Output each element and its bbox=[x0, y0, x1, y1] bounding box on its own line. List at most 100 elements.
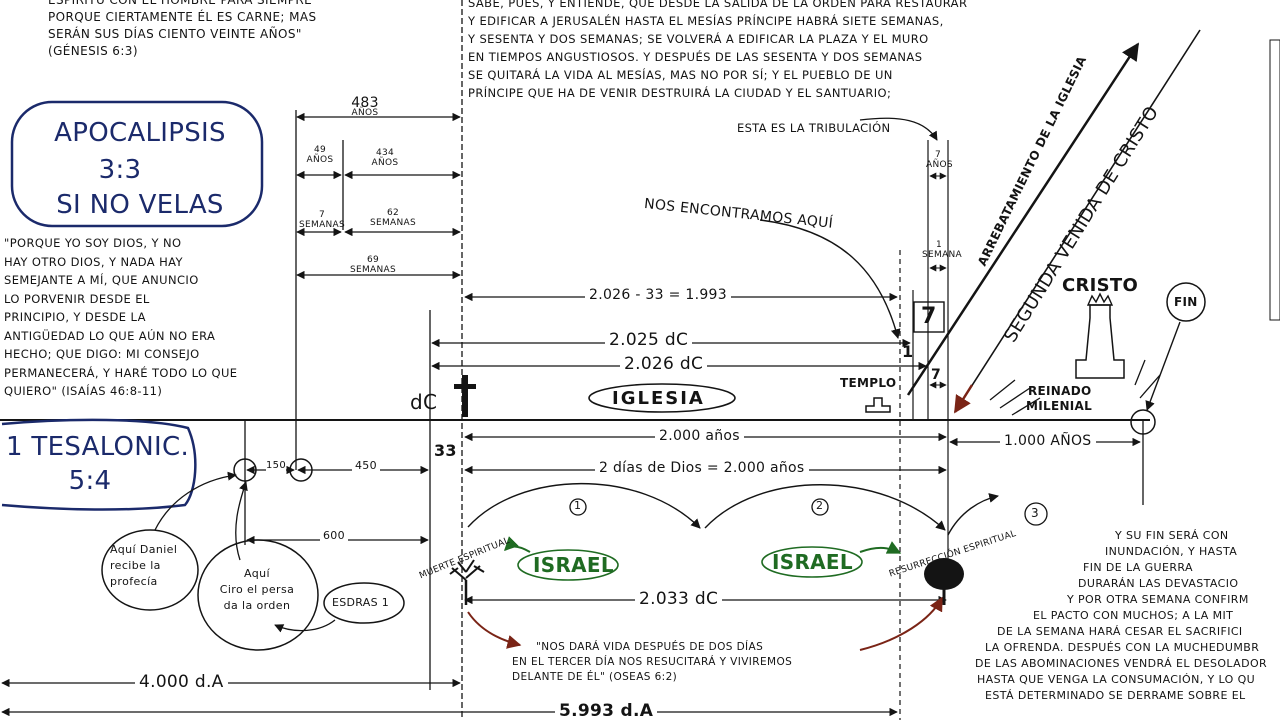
arc-oseas bbox=[467, 611, 522, 649]
dur-1000-label: 1.000 AÑOS bbox=[1000, 433, 1096, 449]
daniel-bubble bbox=[101, 529, 199, 611]
green-arrow-right bbox=[859, 541, 902, 554]
right-quote-line-1: Y su fin será con bbox=[1115, 529, 1229, 542]
dc-label: dC bbox=[410, 390, 438, 414]
circle-1-number: 1 bbox=[574, 499, 582, 512]
temple-icon bbox=[865, 397, 891, 413]
isaias-quote: "Porque yo soy Dios, y no hay otro Dios,… bbox=[4, 234, 284, 401]
tesalonic-title: 1 TESALONIC. bbox=[6, 432, 190, 462]
segunda-venida-arrow bbox=[953, 384, 974, 414]
daniel-quote-line-2: y edificar a Jerusalén hasta el Mesías P… bbox=[468, 14, 944, 28]
circle-2-number: 2 bbox=[816, 499, 824, 512]
isaias-line-6: antigüedad lo que aún no era bbox=[4, 328, 216, 343]
daniel-quote-line-1: sabe, pues, y entiende, que desde la sal… bbox=[468, 0, 968, 10]
throne-icon bbox=[1075, 304, 1125, 379]
right-quote: Y su fin será con inundación, y hasta fi… bbox=[975, 528, 1280, 704]
ciro-note: Aquí Ciro el persa da la orden bbox=[207, 566, 307, 614]
mark-7-number: 7 bbox=[931, 367, 942, 383]
genesis-line-2: porque ciertamente él es carne; mas bbox=[48, 10, 317, 24]
arc-day-1 bbox=[467, 483, 701, 529]
esdras-bubble bbox=[323, 582, 405, 624]
apocalipsis-title: APOCALIPSIS bbox=[54, 118, 226, 148]
oseas-quote: "Nos dará vida después de dos días en el… bbox=[512, 640, 872, 685]
isaias-line-4: lo porvenir desde el bbox=[4, 291, 150, 306]
label-7a-number: 7 bbox=[934, 150, 942, 160]
genesis-line-3: serán sus días ciento veinte años" bbox=[48, 27, 302, 41]
label-49-number: 49 bbox=[313, 145, 327, 155]
israel-left-label: ISRAEL bbox=[533, 553, 614, 577]
label-483-number: 483 bbox=[351, 95, 379, 111]
arc-nos-encontramos bbox=[759, 219, 901, 339]
isaias-line-9: quiero" (Isaías 46:8-11) bbox=[4, 384, 163, 398]
circle-number-3 bbox=[1024, 502, 1048, 526]
daniel-note-line-1: Aquí Daniel bbox=[110, 543, 178, 556]
genesis-quote: espíritu con el hombre para siempre porq… bbox=[48, 0, 378, 60]
israel-left-oval bbox=[517, 549, 619, 581]
right-quote-line-9: de las abominaciones vendrá el desolador bbox=[975, 657, 1268, 670]
label-69s-number: 69 bbox=[366, 255, 380, 265]
calc-1993-label: 2.026 - 33 = 1.993 bbox=[585, 287, 731, 303]
daniel-quote-line-6: príncipe que ha de venir destruirá la ci… bbox=[468, 86, 892, 100]
right-quote-line-8: la ofrenda. Después con la muchedumbr bbox=[985, 641, 1260, 654]
cristo-label: CRISTO bbox=[1062, 275, 1139, 296]
dias-dios-label: 2 días de Dios = 2.000 años bbox=[595, 460, 809, 476]
label-7s-unit: SEMANAS bbox=[299, 220, 346, 230]
daniel-quote-line-5: se quitará la vida al Mesías, mas no por… bbox=[468, 68, 893, 82]
label-69s-unit: SEMANAS bbox=[349, 265, 397, 275]
tree-alive-icon bbox=[924, 558, 964, 605]
circle-number-1 bbox=[569, 498, 587, 516]
cross-vertical bbox=[462, 375, 468, 417]
tesalonic-bracket bbox=[1, 418, 197, 511]
iglesia-oval bbox=[588, 383, 736, 413]
iglesia-label: IGLESIA bbox=[612, 388, 705, 409]
reinado-label-1: REINADO bbox=[1028, 384, 1092, 398]
label-1s-unit: SEMANA bbox=[922, 250, 963, 260]
oseas-line-2: en el tercer día nos resucitará y vivire… bbox=[512, 656, 793, 668]
reinado-label-2: MILENIAL bbox=[1026, 399, 1093, 413]
genesis-line-4: (Génesis 6:3) bbox=[48, 44, 138, 58]
label-483-unit: AÑOS bbox=[351, 108, 379, 118]
daniel-9-quote: sabe, pues, y entiende, que desde la sal… bbox=[468, 0, 1108, 102]
circle-fin-node bbox=[1130, 409, 1156, 435]
dc-2025-label: 2.025 dC bbox=[605, 330, 693, 350]
crown-icon bbox=[1086, 292, 1114, 306]
circle-number-2 bbox=[811, 498, 829, 516]
daniel-note-line-3: profecía bbox=[110, 575, 158, 588]
label-1s-number: 1 bbox=[935, 240, 943, 250]
da-5993-label: 5.993 d.A bbox=[555, 701, 658, 721]
fin-label: FIN bbox=[1174, 295, 1198, 309]
right-quote-line-5: Y por otra semana confirm bbox=[1067, 593, 1249, 606]
daniel-note-line-2: recibe la bbox=[110, 559, 161, 572]
year-33-label: 33 bbox=[434, 441, 457, 460]
label-49-unit: AÑOS bbox=[306, 155, 334, 165]
label-434-number: 434 bbox=[375, 148, 395, 158]
dc-2033-label: 2.033 dC bbox=[635, 589, 723, 609]
green-arrow-left bbox=[504, 536, 531, 553]
segunda-venida-line bbox=[954, 29, 1201, 413]
label-7s-number: 7 bbox=[318, 210, 326, 220]
arrebatamiento-line bbox=[906, 42, 1140, 396]
ciro-note-line-1: Aquí bbox=[244, 567, 270, 580]
isaias-line-2: hay otro Dios, y nada hay bbox=[4, 254, 183, 269]
box-7 bbox=[913, 301, 945, 333]
dc-2026-label: 2.026 dC bbox=[620, 354, 708, 374]
circle-ciro bbox=[289, 458, 313, 482]
genesis-line-1: espíritu con el hombre para siempre bbox=[48, 0, 313, 7]
mark-1-number: 1 bbox=[902, 342, 914, 361]
oseas-line-1: "Nos dará vida después de dos días bbox=[536, 641, 764, 653]
seg-600-label: 600 bbox=[320, 529, 348, 542]
fin-pointer bbox=[1145, 321, 1181, 411]
right-quote-line-6: el pacto con muchos; a la mit bbox=[1033, 609, 1234, 622]
daniel-quote-line-4: en tiempos angustiosos. Y después de las… bbox=[468, 50, 923, 64]
tesalonic-verse: 5:4 bbox=[68, 466, 112, 496]
isaias-line-7: hecho; que digo: mi consejo bbox=[4, 347, 200, 361]
arc-day-3 bbox=[947, 493, 999, 536]
arc-day-2 bbox=[704, 484, 946, 531]
ciro-pointer bbox=[235, 481, 248, 561]
